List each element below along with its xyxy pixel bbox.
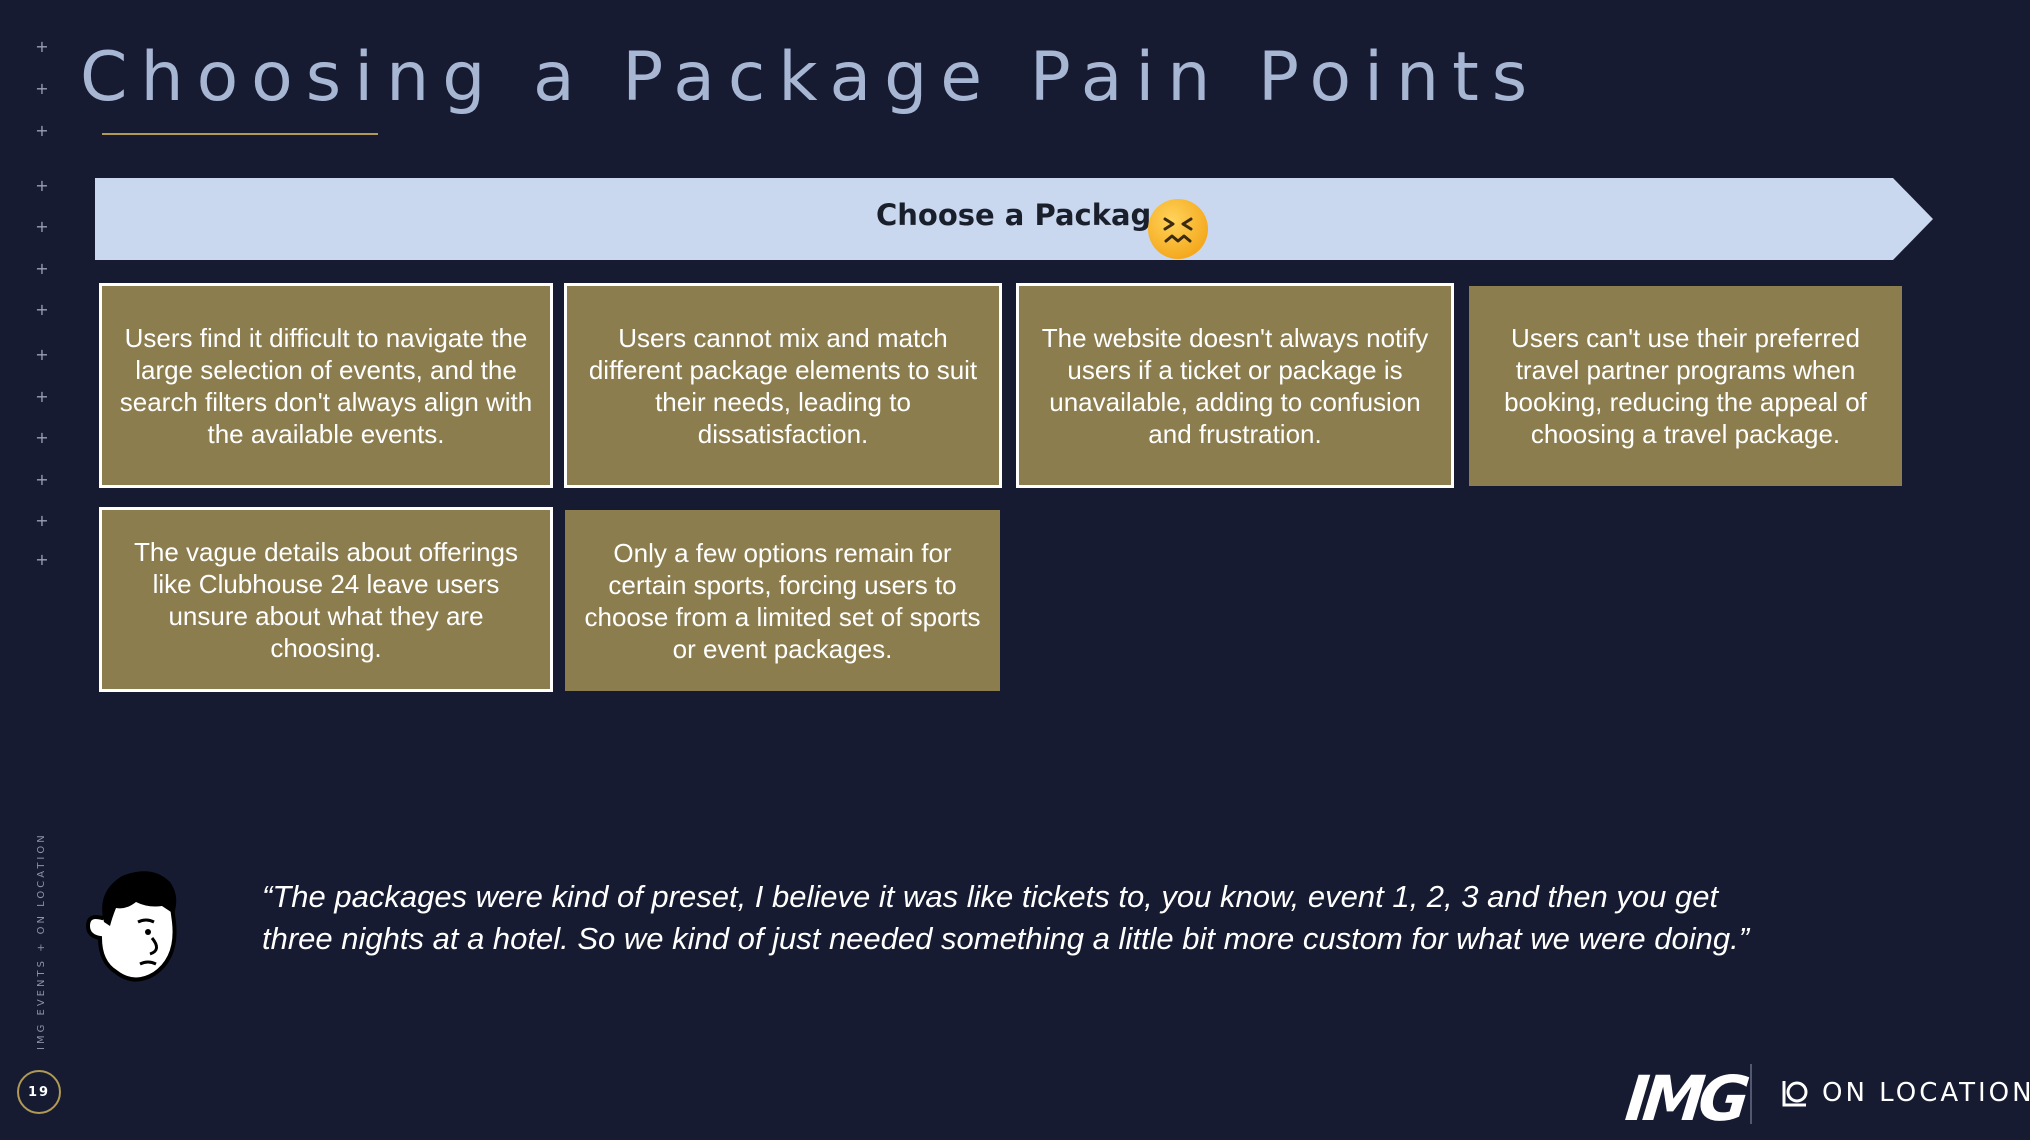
pain-point-card: Users find it difficult to navigate the … (99, 283, 553, 488)
pain-point-card: Users can't use their preferred travel p… (1469, 286, 1902, 486)
plus-marker: + (35, 428, 49, 447)
logo-divider (1750, 1064, 1752, 1124)
pain-point-text: Only a few options remain for certain sp… (584, 537, 981, 664)
pain-point-text: The website doesn't always notify users … (1041, 322, 1429, 449)
pain-point-card: The website doesn't always notify users … (1016, 283, 1454, 488)
slide-title: Choosing a Package Pain Points (80, 38, 1541, 117)
pain-point-text: Users find it difficult to navigate the … (119, 322, 533, 449)
page-number: 19 (17, 1070, 61, 1114)
plus-marker: + (35, 470, 49, 489)
plus-marker: + (35, 259, 49, 278)
banner-label: Choose a Package (876, 198, 1171, 232)
plus-marker: + (35, 37, 49, 56)
pain-point-card: The vague details about offerings like C… (99, 507, 553, 692)
plus-marker: + (35, 550, 49, 569)
plus-marker: + (35, 121, 49, 140)
plus-marker: + (35, 176, 49, 195)
plus-marker: + (35, 300, 49, 319)
title-underline (102, 133, 378, 135)
img-logo: IMG (1622, 1062, 1748, 1135)
sidebar-brand-text: IMG EVENTS + ON LOCATION (36, 832, 47, 1050)
plus-marker: + (35, 387, 49, 406)
plus-marker: + (35, 217, 49, 236)
plus-marker: + (35, 79, 49, 98)
user-quote: “The packages were kind of preset, I bel… (262, 879, 1750, 956)
plus-marker: + (35, 345, 49, 364)
confounded-face-icon (1148, 199, 1208, 259)
user-face-icon (82, 862, 188, 992)
plus-marker: + (35, 511, 49, 530)
pain-point-card: Users cannot mix and match different pac… (564, 283, 1002, 488)
on-location-logo-icon (1776, 1075, 1812, 1111)
pain-point-text: The vague details about offerings like C… (133, 536, 518, 663)
on-location-logo-text: ON LOCATION (1822, 1078, 2030, 1108)
pain-point-text: Users can't use their preferred travel p… (1504, 323, 1867, 449)
choose-package-banner (95, 178, 1933, 260)
pain-point-text: Users cannot mix and match different pac… (588, 322, 978, 449)
pain-point-card: Only a few options remain for certain sp… (565, 510, 1000, 691)
